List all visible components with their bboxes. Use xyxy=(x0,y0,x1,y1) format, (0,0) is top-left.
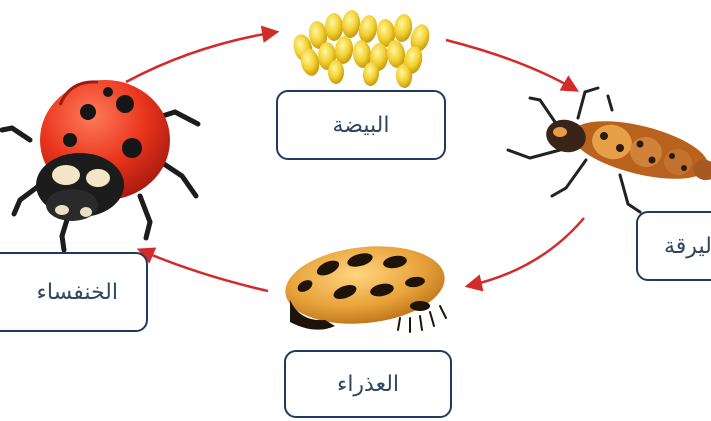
egg-stage-text: البيضة xyxy=(332,112,390,138)
pupa-icon xyxy=(285,246,447,333)
pupa-stage-text: العذراء xyxy=(336,371,400,397)
egg-cluster-icon xyxy=(293,10,430,88)
ladybug-icon xyxy=(0,80,201,253)
larva-stage-label: اليرقة xyxy=(636,211,711,281)
arrow-pupa-to-adult xyxy=(136,247,269,293)
larva-icon xyxy=(506,86,711,214)
egg-stage-label: البيضة xyxy=(276,90,446,160)
cycle-arrows xyxy=(125,25,585,293)
adult-stage-label: الخنفساء xyxy=(0,252,148,332)
arrow-larva-to-pupa xyxy=(464,217,585,292)
pupa-stage-label: العذراء xyxy=(284,350,452,418)
arrow-adult-to-egg xyxy=(125,25,280,84)
adult-stage-text: الخنفساء xyxy=(36,279,118,305)
larva-stage-text: اليرقة xyxy=(664,233,711,259)
arrow-egg-to-larva xyxy=(445,38,580,92)
